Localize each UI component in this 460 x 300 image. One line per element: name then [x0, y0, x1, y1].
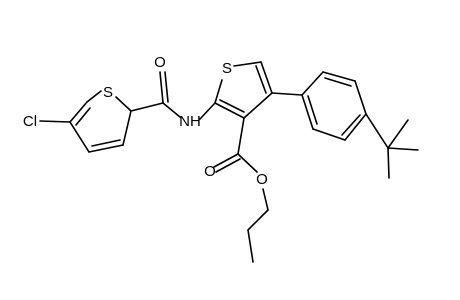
bond — [199, 102, 216, 120]
bond — [322, 71, 356, 82]
bond — [75, 107, 91, 126]
bond — [162, 102, 181, 118]
atom-label-nh: NH — [179, 113, 201, 130]
atom-label-oxygen-amide: O — [154, 54, 166, 71]
bond — [307, 95, 318, 125]
bond — [86, 90, 102, 103]
bond — [301, 71, 324, 96]
atom-label-chlorine: Cl — [23, 113, 37, 130]
atom-label-oxygen-carbonyl: O — [204, 163, 216, 180]
bond — [260, 61, 273, 94]
bond — [91, 139, 121, 147]
bond — [69, 101, 88, 123]
bonds — [39, 61, 419, 263]
atom-label-sulfur-left-ring: S — [103, 84, 113, 101]
bond — [271, 92, 303, 96]
bond — [365, 113, 389, 149]
bond — [262, 188, 269, 211]
bond — [247, 229, 254, 263]
bond — [69, 121, 90, 153]
bond — [122, 110, 132, 146]
bond — [344, 113, 367, 141]
bond — [255, 65, 267, 94]
bond — [115, 96, 132, 112]
bond — [39, 120, 71, 123]
bond — [387, 147, 419, 151]
bond — [247, 209, 269, 231]
bond — [301, 94, 314, 130]
bond — [312, 128, 346, 141]
atom-labels: S S Cl O NH O O — [23, 54, 268, 188]
atom-label-sulfur-central-ring: S — [222, 60, 232, 77]
bond — [387, 119, 409, 149]
bond — [354, 80, 367, 115]
bond — [164, 71, 169, 103]
bond — [213, 153, 239, 168]
bond — [88, 144, 124, 153]
bond — [130, 102, 164, 112]
bond — [219, 99, 245, 113]
bond — [341, 114, 361, 136]
bond — [159, 71, 164, 104]
bond — [214, 102, 245, 119]
bond — [214, 79, 223, 104]
bond — [237, 153, 258, 173]
bond — [215, 158, 241, 173]
bond — [324, 77, 352, 87]
bond — [237, 117, 245, 155]
atom-label-oxygen-ester: O — [256, 171, 268, 188]
bond — [233, 61, 262, 67]
bond — [387, 147, 390, 179]
bond — [243, 92, 273, 119]
